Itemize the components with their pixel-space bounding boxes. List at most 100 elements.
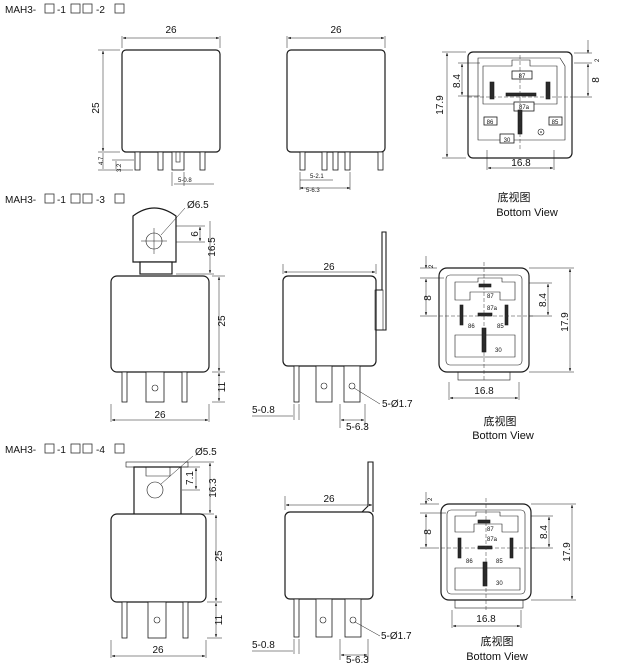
row3-bottom-view: 87 87a 86 85 30 2 8 8.4 17.9 16.8 底视图 Bo… <box>420 492 576 663</box>
bracket-side <box>376 231 387 331</box>
pin-label-87: 87 <box>519 74 526 80</box>
dim-width: 26 <box>330 25 342 36</box>
dim-16-8: 16.8 <box>511 158 531 169</box>
pin-87 <box>511 70 533 80</box>
caption-cn: 底视图 <box>481 634 514 648</box>
model-mid: -1 <box>57 195 66 206</box>
code-box <box>70 193 81 204</box>
relay-body <box>286 49 386 153</box>
dim-height: 25 <box>214 550 225 562</box>
pin-label-30: 30 <box>495 348 502 354</box>
pin-label-85: 85 <box>552 120 559 126</box>
relay-body <box>284 511 374 600</box>
model-suffix: -2 <box>96 5 105 16</box>
pin-30 <box>499 133 515 144</box>
relay-body <box>282 275 377 367</box>
dim-8-4: 8.4 <box>452 74 463 88</box>
code-box <box>70 3 81 14</box>
dim-phi-5-5: Ø5.5 <box>195 447 217 458</box>
code-box <box>82 193 93 204</box>
dim-16-8: 16.8 <box>474 386 494 397</box>
model-suffix: -3 <box>96 195 105 206</box>
pin-label-87: 87 <box>487 527 494 533</box>
row1-side-view: 26 5-2.1 5-6.3 <box>286 25 386 194</box>
dim-2: 2 <box>595 58 601 62</box>
dim-17-9: 17.9 <box>435 95 446 115</box>
dim-width: 26 <box>323 494 335 505</box>
dim-phi-1-7: 5-Ø1.7 <box>382 399 413 410</box>
dim-5-6-3: 5-6.3 <box>346 422 369 433</box>
row1-front-view: 26 25 4.7 3.2 5-0.8 <box>91 25 221 186</box>
caption-cn: 底视图 <box>484 414 517 428</box>
code-box <box>114 193 125 204</box>
pin-label-87a: 87a <box>487 306 498 312</box>
pin-label-87a: 87a <box>487 537 498 543</box>
bracket-side <box>361 461 374 513</box>
relay-body <box>121 49 221 153</box>
pin-label-86: 86 <box>466 559 473 565</box>
dim-11: 11 <box>217 381 228 392</box>
caption-cn: 底视图 <box>498 190 531 204</box>
dim-width: 26 <box>154 410 166 421</box>
dim-6: 6 <box>190 231 201 237</box>
model-mid: -1 <box>57 445 66 456</box>
dim-8-4: 8.4 <box>538 293 549 307</box>
dim-17-9: 17.9 <box>562 542 573 562</box>
pin-label-30: 30 <box>504 138 511 144</box>
dim-5-0-8: 5-0.8 <box>178 178 192 184</box>
pin-label-85: 85 <box>496 559 503 565</box>
dim-16-5: 16.5 <box>207 237 218 257</box>
pin-label-86: 86 <box>468 324 475 330</box>
dim-5-0-8: 5-0.8 <box>252 640 275 651</box>
dim-5-2-1: 5-2.1 <box>310 174 324 180</box>
pin-label-85: 85 <box>497 324 504 330</box>
dim-8: 8 <box>423 529 434 535</box>
code-box <box>114 443 125 454</box>
dim-height: 25 <box>217 315 228 327</box>
model-mid: -1 <box>57 5 66 16</box>
pin-87a <box>513 101 535 112</box>
dim-5-6-3: 5-6.3 <box>306 188 320 194</box>
code-box <box>44 443 55 454</box>
caption-en: Bottom View <box>466 651 528 663</box>
dim-phi-1-7: 5-Ø1.7 <box>381 631 412 642</box>
dim-5-6-3: 5-6.3 <box>346 655 369 665</box>
dim-8: 8 <box>591 77 602 83</box>
relay-body <box>110 275 210 373</box>
dim-phi-6-5: Ø6.5 <box>187 200 209 211</box>
code-box <box>44 3 55 14</box>
dim-4-7: 4.7 <box>99 156 105 165</box>
dim-16-8: 16.8 <box>476 614 496 625</box>
row3-front-view: Ø5.5 7.1 16.3 25 11 26 <box>110 447 225 658</box>
dim-2: 2 <box>429 264 435 268</box>
row2-side-view: 26 5-0.8 5-6.3 5-Ø1.7 <box>252 231 413 433</box>
row3-side-view: 26 5-0.8 5-6.3 5-Ø1.7 <box>252 461 412 665</box>
code-box <box>82 3 93 14</box>
pin-label-30: 30 <box>496 581 503 587</box>
dim-width: 26 <box>323 262 335 273</box>
dim-2: 2 <box>428 497 434 501</box>
model-title-4: MAH3- -1 -4 <box>5 443 125 456</box>
caption-en: Bottom View <box>472 430 534 442</box>
row2-bottom-view: 87 87a 86 85 30 2 8 8.4 17.9 16.8 底视图 Bo… <box>420 256 574 442</box>
code-box <box>114 3 125 14</box>
mounting-bracket <box>132 207 177 263</box>
dim-height: 25 <box>91 102 102 114</box>
row1-bottom-view: 87 87a 86 85 30 17.9 8.4 2 8 16.8 <box>435 40 602 219</box>
model-suffix: -4 <box>96 445 105 456</box>
pin-85 <box>548 116 563 126</box>
pin-label-87a: 87a <box>519 105 530 111</box>
model-prefix: MAH3- <box>5 5 36 16</box>
dim-17-9: 17.9 <box>560 312 571 332</box>
model-title-2: MAH3- -1 -2 <box>5 3 125 16</box>
code-box <box>44 193 55 204</box>
pin-label-86: 86 <box>487 120 494 126</box>
dim-5-0-8: 5-0.8 <box>252 405 275 416</box>
dim-3-2: 3.2 <box>117 163 123 172</box>
pin-86 <box>483 116 498 126</box>
code-box <box>70 443 81 454</box>
pin-label-87: 87 <box>487 294 494 300</box>
model-prefix: MAH3- <box>5 445 36 456</box>
